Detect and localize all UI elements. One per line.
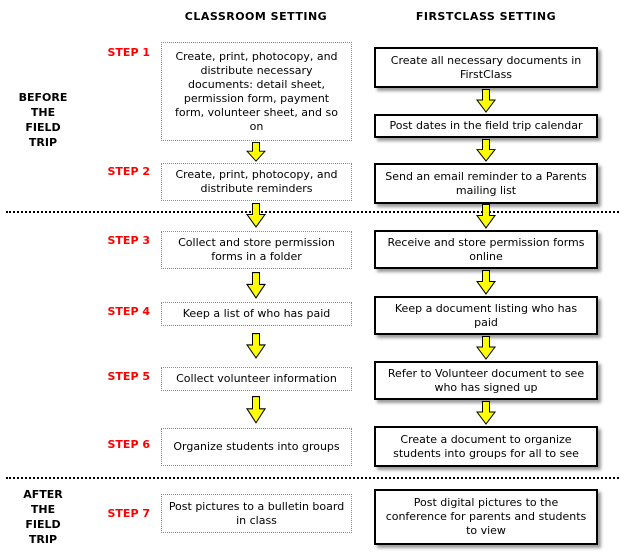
- step-2-firstclass-box: Send an email reminder to a Parents mail…: [374, 163, 598, 204]
- step-3-label: STEP 3: [107, 234, 151, 247]
- step-3-firstclass-box: Receive and store permission forms onlin…: [374, 230, 598, 269]
- down-arrow-icon: [246, 333, 266, 359]
- phase-label-before-trip: BEFORE THE FIELD TRIP: [18, 91, 68, 149]
- step-2-classroom-box: Create, print, photocopy, and distribute…: [161, 163, 352, 201]
- phase-divider-1: [6, 211, 619, 213]
- phase-divider-2: [6, 477, 619, 479]
- step-6-label: STEP 6: [107, 438, 151, 451]
- down-arrow-icon: [476, 139, 496, 162]
- step-3-classroom-box: Collect and store permission forms in a …: [161, 231, 352, 269]
- column-header-classroom: CLASSROOM SETTING: [184, 10, 328, 23]
- step-1-label: STEP 1: [107, 46, 151, 59]
- down-arrow-icon: [476, 336, 496, 360]
- down-arrow-icon: [476, 89, 496, 113]
- step-5-firstclass-box: Refer to Volunteer document to see who h…: [374, 361, 598, 400]
- step-4-label: STEP 4: [107, 305, 151, 318]
- phase-label-after-trip: AFTER THE FIELD TRIP: [23, 488, 63, 546]
- down-arrow-icon: [246, 203, 266, 228]
- step-5-classroom-box: Collect volunteer information: [161, 367, 352, 391]
- step-1-classroom-box: Create, print, photocopy, and distribute…: [161, 42, 352, 141]
- down-arrow-icon: [476, 204, 496, 229]
- step-1-firstclass-box-2: Post dates in the field trip calendar: [374, 114, 598, 138]
- down-arrow-icon: [476, 270, 496, 295]
- step-7-firstclass-box: Post digital pictures to the conference …: [374, 489, 598, 545]
- down-arrow-icon: [246, 396, 266, 424]
- step-1-firstclass-box-1: Create all necessary documents in FirstC…: [374, 47, 598, 88]
- step-2-label: STEP 2: [107, 165, 151, 178]
- step-7-classroom-box: Post pictures to a bulletin board in cla…: [161, 494, 352, 533]
- down-arrow-icon: [476, 401, 496, 425]
- step-7-label: STEP 7: [107, 507, 151, 520]
- step-6-firstclass-box: Create a document to organize students i…: [374, 426, 598, 467]
- step-4-firstclass-box: Keep a document listing who has paid: [374, 296, 598, 335]
- column-header-firstclass: FIRSTCLASS SETTING: [415, 10, 557, 23]
- down-arrow-icon: [246, 142, 266, 162]
- step-6-classroom-box: Organize students into groups: [161, 428, 352, 466]
- step-4-classroom-box: Keep a list of who has paid: [161, 302, 352, 326]
- step-5-label: STEP 5: [107, 370, 151, 383]
- down-arrow-icon: [246, 272, 266, 299]
